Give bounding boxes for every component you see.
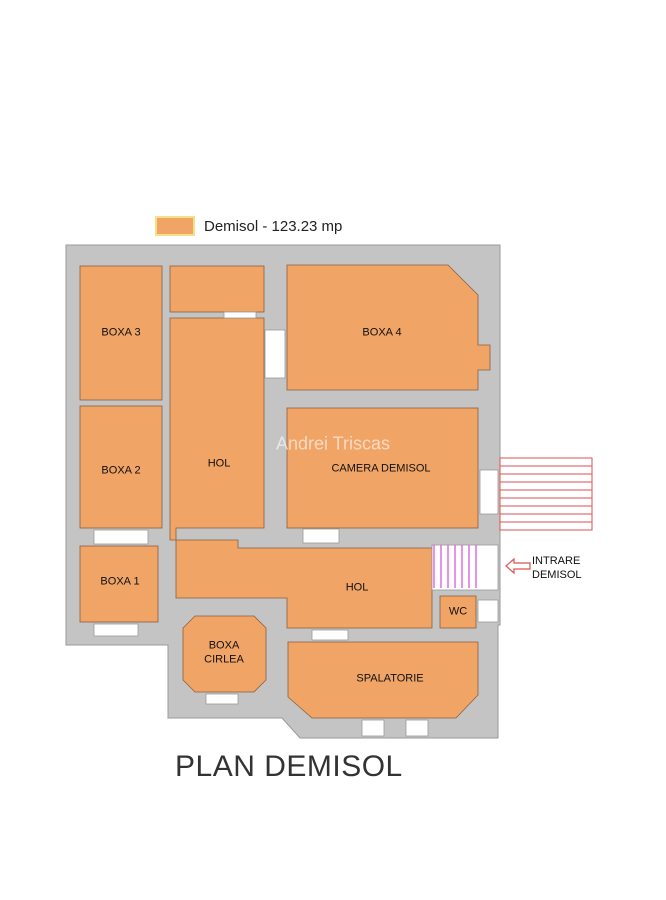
room-hol-lower [175, 539, 433, 629]
room-label-camera-demisol: CAMERA DEMISOL [331, 462, 431, 475]
openings [93, 311, 499, 737]
legend-swatch [155, 216, 195, 236]
room-hol-upper [169, 317, 265, 541]
room-label-spalatorie: SPALATORIE [356, 672, 424, 685]
room-boxa-1 [79, 545, 159, 623]
entry-label: INTRARE DEMISOL [532, 554, 582, 582]
room-boxa-4 [286, 264, 491, 391]
inner-stairs [433, 545, 477, 588]
room-label-wc: WC [448, 605, 468, 618]
stair-landing [431, 544, 499, 591]
room-label-boxa-1: BOXA 1 [100, 575, 140, 588]
room-label-boxa-cirlea-2: CIRLEA [204, 653, 244, 666]
room-label-hol-lower: HOL [345, 581, 369, 594]
room-boxa-3 [79, 265, 163, 401]
room-camera-demisol [286, 407, 479, 529]
exterior-stairs [499, 457, 593, 531]
room-label-boxa-4: BOXA 4 [362, 326, 402, 339]
entry-label-line2: DEMISOL [532, 569, 582, 581]
room-boxa-2 [79, 405, 163, 529]
room-label-boxa-3: BOXA 3 [101, 326, 141, 339]
exterior-stair-treads [500, 465, 592, 523]
room-small-upper [169, 265, 265, 313]
room-spalatorie [287, 641, 479, 719]
room-label-hol-upper: HOL [207, 457, 231, 470]
legend-label: Demisol - 123.23 mp [204, 218, 343, 235]
room-wc [439, 595, 477, 629]
room-label-boxa-cirlea-1: BOXA [208, 639, 240, 652]
entry-label-line1: INTRARE [532, 555, 581, 567]
plan-title: PLAN DEMISOL [175, 750, 403, 783]
arrow-left-icon [505, 557, 531, 575]
room-label-boxa-2: BOXA 2 [101, 464, 141, 477]
watermark: Andrei Triscas [275, 433, 391, 454]
room-boxa-cirlea [182, 615, 267, 693]
